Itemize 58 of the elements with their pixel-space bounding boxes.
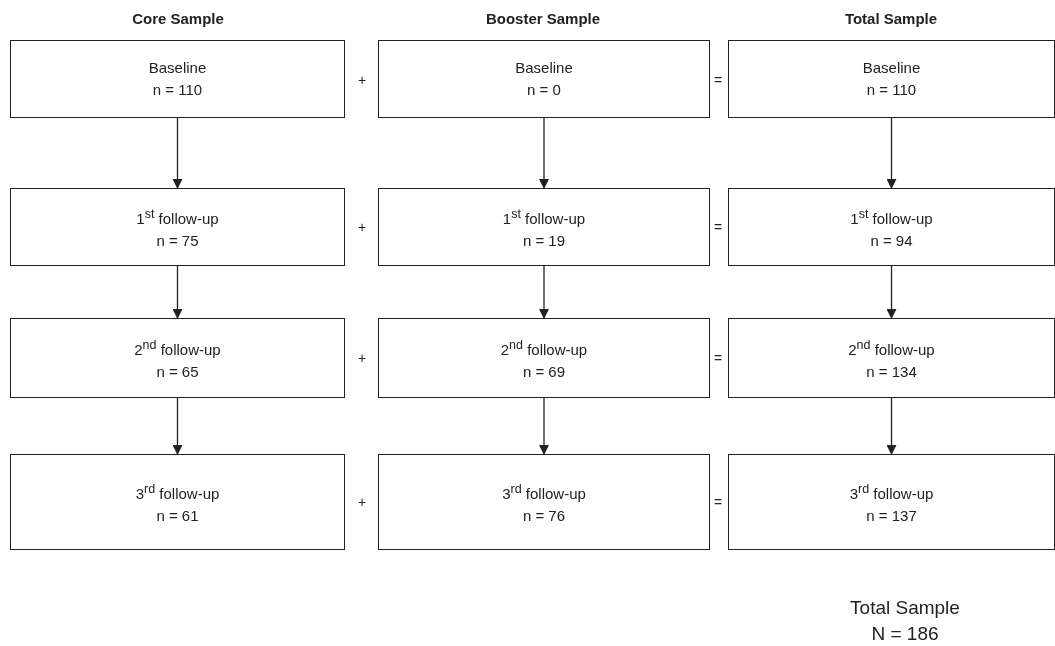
arrow [539, 397, 549, 455]
plus-sign: + [357, 350, 367, 366]
count-label: n = 61 [156, 505, 199, 526]
arrow [539, 265, 549, 319]
stage-label: 3$^{rd}$ follow-up [502, 480, 586, 504]
stage-label: Baseline [862, 58, 921, 78]
count-label: n = 69 [522, 361, 566, 382]
plus-sign: + [357, 72, 367, 88]
stage-label: 2$^{nd}$ follow-up [134, 336, 221, 360]
arrow [172, 117, 183, 189]
count-label: n = 134 [866, 361, 917, 382]
count-label: n = 110 [152, 80, 203, 100]
process-box [378, 454, 710, 550]
process-box [10, 188, 345, 266]
stage-label: 2$^{nd}$ follow-up [500, 336, 588, 360]
stage-label: 3$^{rd}$ follow-up [135, 480, 220, 504]
stage-label: 3$^{rd}$ follow-up [849, 480, 934, 504]
process-box [378, 188, 710, 266]
count-label: n = 0 [527, 80, 561, 100]
plus-sign: + [357, 219, 367, 235]
arrow [172, 265, 183, 319]
count-label: n = 110 [866, 80, 917, 100]
equals-sign: = [713, 72, 723, 88]
stage-label: 1$^{st}$ follow-up [502, 205, 586, 229]
equals-sign: = [713, 350, 723, 366]
process-box [728, 188, 1055, 266]
total-count: N = 186 [871, 623, 939, 645]
count-label: n = 65 [156, 361, 199, 382]
stage-label: Baseline [148, 58, 207, 78]
arrow [886, 117, 897, 189]
process-box [378, 318, 710, 398]
column-heading: Total Sample [844, 9, 938, 27]
equals-sign: = [713, 219, 723, 235]
stage-label: Baseline [515, 58, 573, 78]
arrow [172, 397, 183, 455]
process-box [728, 40, 1055, 118]
stage-label: 2$^{nd}$ follow-up [848, 336, 935, 360]
stage-label: 1$^{st}$ follow-up [136, 205, 219, 229]
column-heading: Core Sample [132, 9, 224, 27]
stage-label: 1$^{st}$ follow-up [850, 205, 933, 229]
arrow [886, 265, 897, 319]
process-box [378, 40, 710, 118]
arrow [886, 397, 897, 455]
process-box [10, 454, 345, 550]
count-label: n = 76 [522, 505, 566, 526]
process-box [10, 40, 345, 118]
total-label: Total Sample [850, 597, 960, 619]
count-label: n = 137 [866, 505, 917, 526]
count-label: n = 75 [156, 230, 199, 251]
count-label: n = 94 [870, 230, 913, 251]
process-box [728, 454, 1055, 550]
process-box [10, 318, 345, 398]
plus-sign: + [357, 494, 367, 510]
count-label: n = 19 [522, 230, 566, 251]
arrow [539, 117, 549, 189]
column-heading: Booster Sample [485, 9, 601, 27]
process-box [728, 318, 1055, 398]
equals-sign: = [713, 494, 723, 510]
